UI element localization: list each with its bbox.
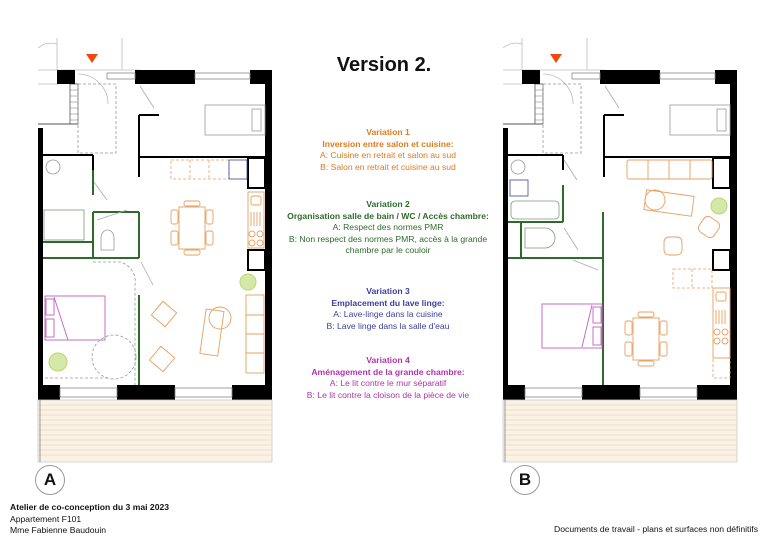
- footer-client: Mme Fabienne Baudouin: [10, 525, 107, 535]
- variation-4-heading: Variation 4: [366, 355, 410, 365]
- variation-3-option-b: B: Lave linge dans la salle d'eau: [326, 320, 450, 331]
- bathtub-icon: [510, 200, 560, 220]
- toilet-icon: [524, 227, 556, 249]
- variation-2-heading: Variation 2: [366, 199, 410, 209]
- footer-info: Atelier de co-conception du 3 mai 2023 A…: [10, 502, 169, 537]
- plan-b-label: B: [510, 465, 540, 495]
- variation-4-option-a: A: Le lit contre le mur séparatif: [329, 378, 447, 388]
- dining-table-b-icon: [624, 311, 668, 367]
- footer-apartment: Appartement F101: [10, 513, 82, 524]
- variation-2-block: Variation 2 Organisation salle de bain /…: [268, 199, 508, 257]
- variation-2-subheading: Organisation salle de bain / WC / Accès …: [287, 210, 489, 221]
- variation-1-option-a: A: Cuisine en retrait et salon au sud: [319, 150, 457, 160]
- variation-2-option-b-line1: B: Non respect des normes PMR, accès à l…: [288, 233, 488, 244]
- variation-3-block: Variation 3 Emplacement du lave linge: A…: [268, 286, 508, 332]
- plant-icon: [48, 352, 68, 372]
- variation-3-heading: Variation 3: [366, 286, 410, 296]
- variation-2-option-b-line2: chambre par le couloir: [345, 245, 431, 255]
- terrace-b: [502, 399, 738, 463]
- washing-machine-b-icon: [509, 179, 529, 197]
- variation-3-subheading: Emplacement du lave linge:: [331, 297, 445, 308]
- entrance-marker-icon: [550, 54, 562, 63]
- washing-machine-a-icon: [228, 159, 248, 180]
- bed-a-icon: [44, 295, 106, 341]
- variation-4-subheading: Aménagement de la grande chambre:: [311, 366, 465, 377]
- variation-4-option-b: B: Le lit contre la cloison de la pièce …: [306, 389, 470, 400]
- page-title: Version 2.: [336, 54, 432, 76]
- variation-4-block: Variation 4 Aménagement de la grande cha…: [268, 355, 508, 401]
- plant-icon: [239, 273, 257, 291]
- bed-b-icon: [541, 303, 603, 349]
- footer-event: Atelier de co-conception du 3 mai 2023: [10, 502, 170, 512]
- variation-1-block: Variation 1 Inversion entre salon et cui…: [268, 127, 508, 173]
- variation-3-option-a: A: Lave-linge dans la cuisine: [333, 309, 443, 319]
- footer-disclaimer: Documents de travail - plans et surfaces…: [554, 524, 758, 534]
- dining-table-a-icon: [170, 200, 214, 256]
- plan-a-label: A: [35, 465, 65, 495]
- variation-1-option-b: B: Salon en retrait et cuisine au sud: [320, 161, 456, 172]
- variation-2-option-a: A: Respect des normes PMR: [332, 222, 444, 232]
- variation-1-heading: Variation 1: [366, 127, 410, 137]
- entrance-marker-icon: [86, 54, 98, 63]
- variation-1-subheading: Inversion entre salon et cuisine:: [322, 138, 454, 149]
- plant-icon: [710, 197, 728, 215]
